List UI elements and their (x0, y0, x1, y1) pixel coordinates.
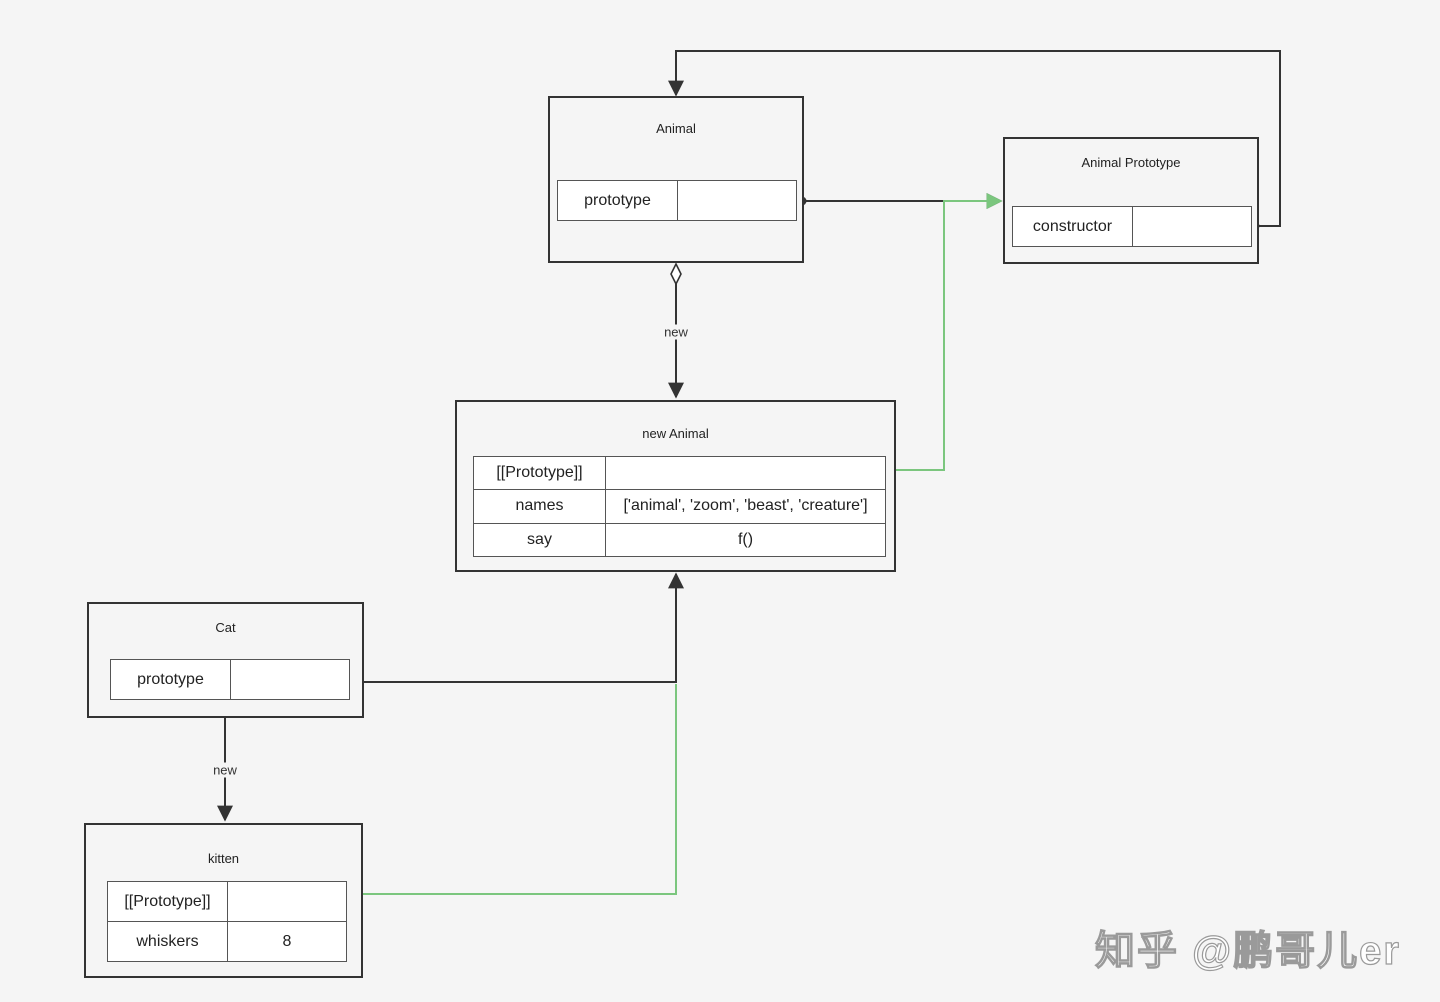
table-row: [[Prototype]] (473, 455, 886, 491)
property-key: whiskers (107, 921, 228, 962)
property-value (1132, 206, 1252, 247)
watermark: 知乎 @鹏哥儿er (1094, 928, 1401, 973)
aggregation-diamond-icon (670, 262, 682, 286)
node-title: Cat (215, 620, 236, 635)
table-row: [[Prototype]] (107, 881, 347, 922)
new-animal-proto-link-edge (890, 193, 1003, 471)
property-table: prototype (110, 659, 350, 700)
property-value: f() (605, 522, 886, 558)
node-title: Animal Prototype (1081, 155, 1181, 170)
property-key: prototype (110, 659, 231, 700)
node-title: Animal (656, 121, 696, 136)
cat-prototype-to-new-animal-edge (354, 572, 684, 683)
kitten-node[interactable]: kitten [[Prototype]] whiskers 8 (84, 823, 363, 978)
property-key: [[Prototype]] (473, 455, 606, 491)
constructor-to-animal-edge (668, 50, 1281, 227)
kitten-proto-link-edge (351, 684, 677, 895)
property-value (605, 455, 886, 491)
node-title: kitten (207, 851, 240, 866)
animal-new-edge-label: new (662, 324, 690, 340)
table-row: prototype (557, 180, 797, 221)
property-value (230, 659, 350, 700)
property-key: prototype (557, 180, 678, 221)
property-table: [[Prototype]] whiskers 8 (107, 881, 347, 962)
table-row: say f() (473, 522, 886, 558)
property-value (677, 180, 797, 221)
new-animal-node[interactable]: new Animal [[Prototype]] names ['animal'… (455, 400, 896, 572)
table-row: prototype (110, 659, 350, 700)
property-key: say (473, 522, 606, 558)
property-table: [[Prototype]] names ['animal', 'zoom', '… (473, 455, 886, 558)
animal-node[interactable]: Animal prototype (548, 96, 804, 263)
property-value (227, 881, 347, 922)
property-value: ['animal', 'zoom', 'beast', 'creature'] (605, 489, 886, 524)
property-value: 8 (227, 921, 347, 962)
table-row: names ['animal', 'zoom', 'beast', 'creat… (473, 489, 886, 524)
property-key: constructor (1012, 206, 1133, 247)
table-row: whiskers 8 (107, 921, 347, 962)
property-key: names (473, 489, 606, 524)
cat-new-edge-label: new (211, 762, 239, 778)
property-table: prototype (557, 180, 797, 221)
table-row: constructor (1012, 206, 1252, 247)
animal-prototype-node[interactable]: Animal Prototype constructor (1003, 137, 1259, 264)
cat-node[interactable]: Cat prototype (87, 602, 364, 718)
property-table: constructor (1012, 206, 1252, 247)
node-title: new Animal (642, 426, 709, 441)
property-key: [[Prototype]] (107, 881, 228, 922)
